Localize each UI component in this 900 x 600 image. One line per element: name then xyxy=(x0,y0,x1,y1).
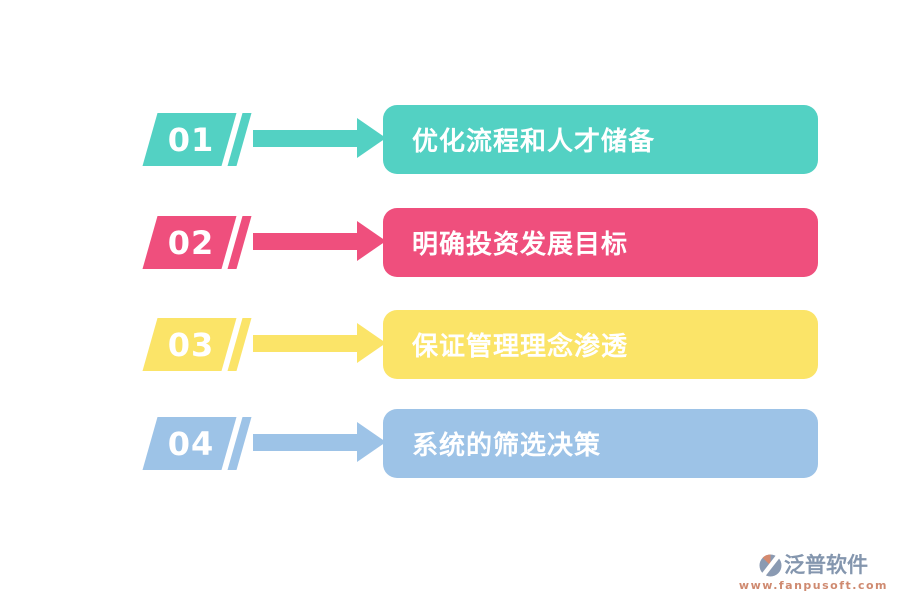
arrow-head-icon xyxy=(357,221,386,261)
step-label-box: 明确投资发展目标 xyxy=(383,208,818,277)
arrow-head-icon xyxy=(357,323,386,363)
step-label-box: 系统的筛选决策 xyxy=(383,409,818,478)
step-number: 04 xyxy=(167,424,215,463)
step-label: 明确投资发展目标 xyxy=(412,230,629,260)
arrow-shaft-icon xyxy=(253,434,357,451)
arrow-head-icon xyxy=(357,422,386,462)
step-label-box: 保证管理理念渗透 xyxy=(383,310,818,379)
fanpu-logo-icon-accent xyxy=(762,554,771,566)
watermark-top: 泛普软件 xyxy=(739,550,888,578)
step-number: 02 xyxy=(167,223,215,262)
step-label: 系统的筛选决策 xyxy=(412,431,602,461)
watermark-url: www.fanpusoft.com xyxy=(738,579,888,592)
step-label: 保证管理理念渗透 xyxy=(412,332,629,362)
step-row-3: 03 保证管理理念渗透 xyxy=(0,310,900,379)
fanpu-logo-icon-swoosh xyxy=(759,552,782,578)
step-row-1: 01 优化流程和人才储备 xyxy=(0,105,900,174)
step-label-box: 优化流程和人才储备 xyxy=(383,105,818,174)
arrow-shaft-icon xyxy=(253,335,357,352)
step-row-2: 02 明确投资发展目标 xyxy=(0,208,900,277)
step-number: 01 xyxy=(167,120,215,159)
watermark: 泛普软件 www.fanpusoft.com xyxy=(739,550,888,592)
fanpu-logo-icon xyxy=(759,552,782,578)
step-number: 03 xyxy=(167,325,215,364)
watermark-brand: 泛普软件 xyxy=(783,552,868,577)
step-label: 优化流程和人才储备 xyxy=(412,127,656,157)
arrow-shaft-icon xyxy=(253,130,357,147)
arrow-shaft-icon xyxy=(253,233,357,250)
arrow-head-icon xyxy=(357,118,386,158)
step-row-4: 04 系统的筛选决策 xyxy=(0,409,900,478)
